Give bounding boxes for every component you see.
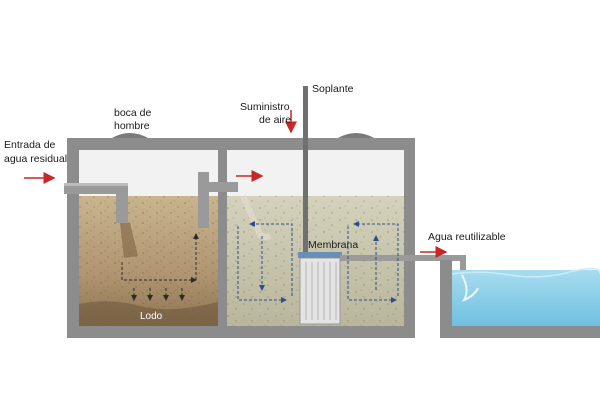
- membrane-module: [298, 252, 342, 325]
- inflow-stream: [120, 223, 138, 258]
- aeration-flow-arrows: [237, 221, 399, 303]
- air-supply-label-line1: Suministro: [240, 101, 290, 113]
- sludge-label: Lodo: [140, 311, 163, 322]
- air-supply-pipe: [303, 86, 308, 252]
- outlet-pipe: [340, 255, 466, 275]
- air-supply-label-line2: de aire: [259, 114, 291, 126]
- reuse-tank: [440, 260, 600, 338]
- inlet-label-line1: Entrada de: [4, 139, 56, 151]
- manhole-right: [338, 133, 374, 138]
- manhole-left: [112, 133, 148, 138]
- manhole-label-line1: boca de: [114, 107, 152, 119]
- outlet-splash: [461, 274, 479, 303]
- membrane-label: Membrana: [308, 239, 358, 251]
- blower-label: Soplante: [312, 83, 354, 95]
- reuse-water: [452, 270, 600, 326]
- red-arrows: [24, 110, 448, 258]
- transfer-stream: [240, 194, 272, 241]
- inlet-label-line2: agua residual: [4, 153, 67, 165]
- reuse-label: Agua reutilizable: [428, 231, 506, 243]
- transfer-pipe: [198, 172, 238, 228]
- sludge-layer: [79, 301, 218, 326]
- sludge-flow-arrows: [121, 233, 199, 301]
- main-tank: [67, 133, 415, 338]
- manhole-label-line2: hombre: [114, 120, 150, 132]
- inlet-pipe: [64, 183, 128, 223]
